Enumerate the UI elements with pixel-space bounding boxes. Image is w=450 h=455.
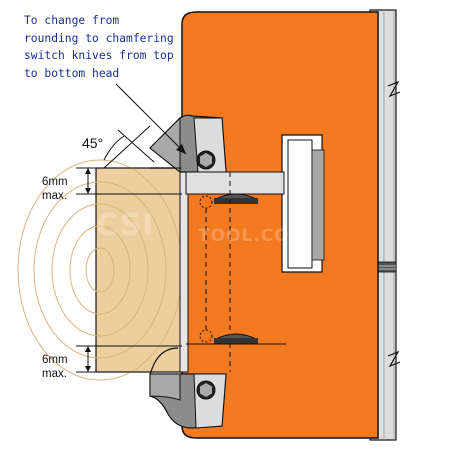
- top-dimension-value: 6mm: [42, 176, 68, 188]
- note-line: switch knives from top: [24, 49, 174, 62]
- bottom-clamp-screw: [186, 329, 286, 345]
- note-line: To change from: [24, 14, 120, 27]
- cutter-body: [181, 11, 379, 439]
- bottom-dimension-value: 6mm: [42, 354, 68, 366]
- angle-label: 45°: [82, 135, 104, 151]
- top-knife: [149, 114, 227, 174]
- top-dimension-suffix: max.: [42, 190, 67, 202]
- bottom-dimension-marker: [76, 345, 182, 373]
- wood-workpiece: [17, 159, 183, 381]
- instruction-note: To change from rounding to chamfering sw…: [24, 12, 194, 82]
- angle-indicator: [103, 125, 155, 169]
- note-line: rounding to chamfering: [24, 31, 174, 45]
- leader-line: [115, 83, 187, 155]
- note-line: to bottom head: [24, 66, 120, 80]
- watermark-logo: CSI: [96, 208, 155, 243]
- top-dimension-marker: [76, 167, 182, 195]
- bottom-knife: [149, 347, 227, 429]
- bottom-dimension-label: 6mm max.: [42, 353, 68, 381]
- fence-plate: [179, 169, 189, 373]
- watermark-site: TOOL.COM: [198, 226, 308, 246]
- bottom-dimension-suffix: max.: [42, 368, 67, 380]
- top-dimension-label: 6mm max.: [42, 175, 68, 203]
